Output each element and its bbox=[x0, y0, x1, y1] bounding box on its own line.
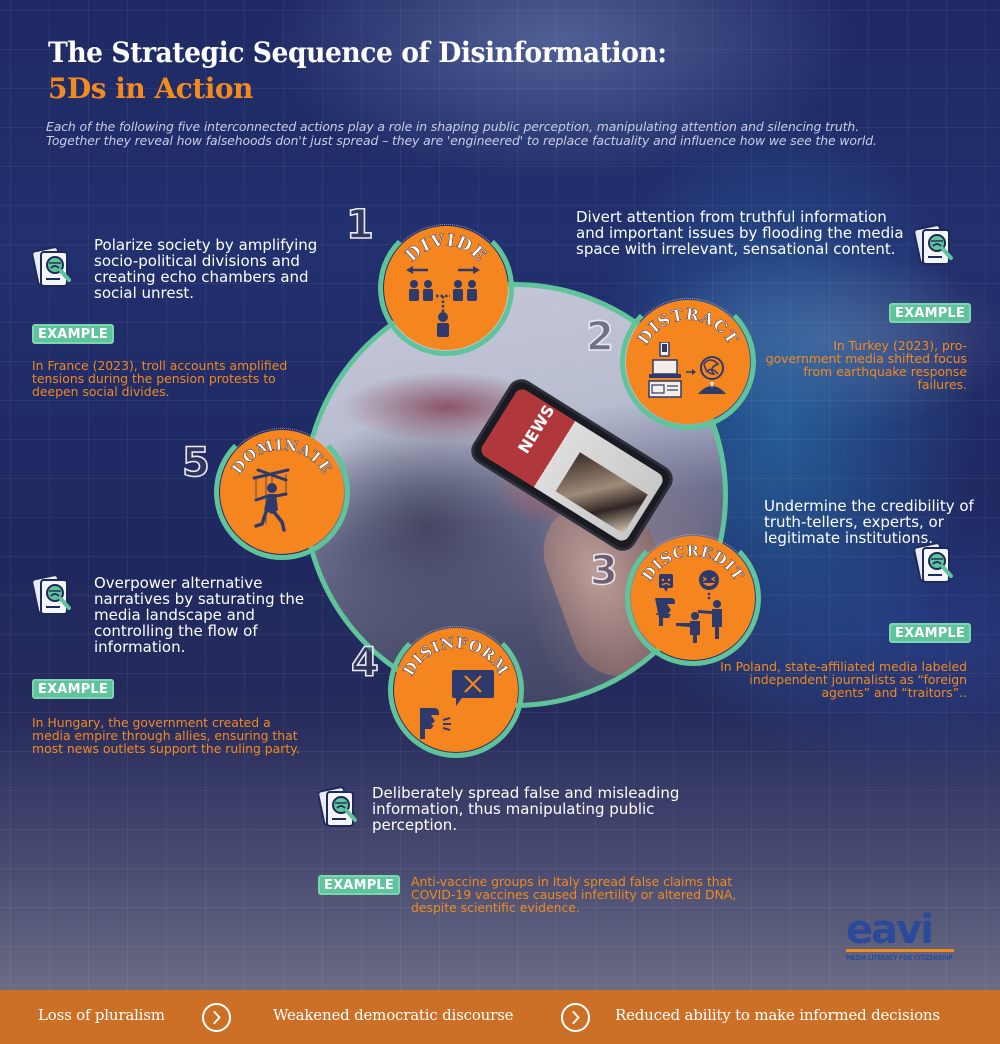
stage-2-example-text: In Turkey (2023), pro-government media s… bbox=[765, 338, 967, 392]
intro-line-1: Each of the following five interconnecte… bbox=[46, 119, 860, 134]
footer-item-decisions: Reduced ability to make informed decisio… bbox=[615, 1006, 940, 1024]
stage-1-label: DIVIDE bbox=[402, 230, 490, 266]
document-search-icon bbox=[32, 574, 71, 615]
stage-2-example-badge: EXAMPLE bbox=[889, 303, 971, 323]
intro-text: Each of the following five interconnecte… bbox=[46, 120, 966, 148]
stage-5-example-text: In Hungary, the government created a med… bbox=[32, 715, 300, 756]
stage-2-number: 2 bbox=[585, 313, 614, 361]
stage-3-example-text: In Poland, state-affiliated media labele… bbox=[720, 659, 967, 700]
media-overload-icon bbox=[648, 342, 726, 398]
footer-item-discourse: Weakened democratic discourse bbox=[273, 1006, 514, 1024]
stage-2-description: Divert attention from truthful informati… bbox=[576, 208, 904, 258]
stage-2-label: DISTRACT bbox=[633, 304, 741, 348]
document-search-icon bbox=[914, 542, 953, 583]
footer-item-pluralism: Loss of pluralism bbox=[38, 1006, 165, 1024]
document-search-icon bbox=[32, 246, 71, 287]
false-speech-icon bbox=[420, 670, 494, 739]
stage-5-label: DOMINATE bbox=[228, 435, 336, 477]
logo-underline bbox=[846, 949, 954, 952]
stage-1-description: Polarize society by amplifying socio-pol… bbox=[94, 236, 318, 302]
stage-5-dominate: DOMINATE bbox=[214, 424, 350, 560]
stage-4-example-badge: EXAMPLE bbox=[318, 875, 400, 895]
intro-line-2: Together they reveal how falsehoods don'… bbox=[46, 133, 877, 148]
document-search-icon bbox=[318, 786, 357, 827]
stage-3-label: DISCREDIT bbox=[638, 542, 747, 585]
stage-1-example-badge: EXAMPLE bbox=[32, 324, 114, 344]
divided-groups-icon bbox=[406, 266, 480, 337]
svg-text:DIVIDE: DIVIDE bbox=[402, 231, 490, 266]
consequences-footer: Loss of pluralism Weakened democratic di… bbox=[0, 990, 1000, 1044]
stage-3-example-badge: EXAMPLE bbox=[889, 623, 971, 643]
stage-1-number: 1 bbox=[345, 201, 374, 249]
document-search-icon bbox=[914, 224, 953, 265]
puppet-icon bbox=[252, 468, 290, 532]
stage-3-discredit: DISCREDIT bbox=[625, 530, 761, 666]
chevron-right-icon bbox=[561, 1003, 590, 1032]
logo-name: eavi bbox=[846, 907, 934, 953]
eavi-logo: eavi MEDIA LITERACY FOR CITIZENSHIP bbox=[846, 907, 956, 962]
stage-4-disinform: DISINFORM bbox=[388, 622, 524, 758]
chevron-right-icon bbox=[202, 1003, 231, 1032]
page-subtitle: 5Ds in Action bbox=[48, 72, 253, 105]
stage-4-number: 4 bbox=[350, 639, 379, 687]
stage-5-example-badge: EXAMPLE bbox=[32, 679, 114, 699]
stage-1-divide: DIVIDE bbox=[378, 220, 514, 356]
stage-3-description: Undermine the credibility of truth-telle… bbox=[764, 497, 974, 547]
stage-2-distract: DISTRACT bbox=[620, 294, 756, 430]
stage-1-example-text: In France (2023), troll accounts amplifi… bbox=[32, 358, 288, 399]
phone-news-text: NEWS bbox=[514, 401, 559, 457]
stage-3-number: 3 bbox=[589, 547, 618, 595]
stage-5-description: Overpower alternative narratives by satu… bbox=[94, 574, 305, 656]
stage-4-example-text: Anti-vaccine groups in Italy spread fals… bbox=[411, 874, 737, 915]
page-title: The Strategic Sequence of Disinformation… bbox=[48, 36, 667, 69]
stage-4-description: Deliberately spread false and misleading… bbox=[372, 784, 680, 834]
mockery-icon bbox=[655, 570, 722, 643]
logo-tagline: MEDIA LITERACY FOR CITIZENSHIP bbox=[846, 954, 953, 962]
stage-5-number: 5 bbox=[181, 439, 210, 487]
